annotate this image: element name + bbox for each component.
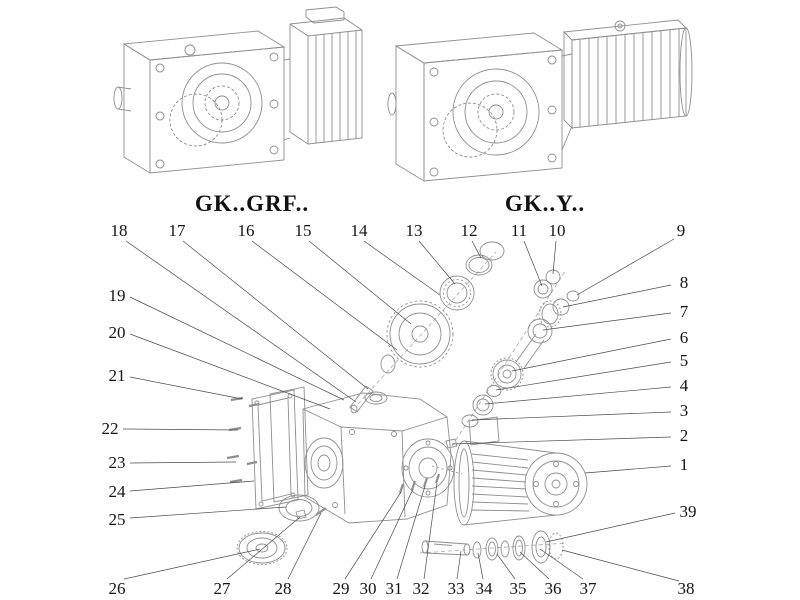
callout-1: 1 bbox=[679, 455, 689, 474]
callout-7: 7 bbox=[679, 302, 689, 321]
leader-18 bbox=[125, 240, 357, 403]
leader-17 bbox=[182, 240, 369, 390]
callout-12: 12 bbox=[460, 221, 478, 240]
leader-11 bbox=[523, 240, 543, 287]
callout-22: 22 bbox=[101, 419, 119, 438]
leader-5 bbox=[495, 361, 672, 391]
callout-29: 29 bbox=[332, 579, 350, 598]
variant-title-grf: GK..GRF.. bbox=[194, 191, 310, 216]
leader-28 bbox=[287, 512, 322, 580]
callout-10: 10 bbox=[548, 221, 566, 240]
callout-23: 23 bbox=[108, 453, 126, 472]
leader-31 bbox=[396, 485, 426, 580]
leader-37 bbox=[539, 548, 584, 580]
leader-6 bbox=[511, 338, 672, 372]
leader-27 bbox=[226, 516, 301, 580]
input-shaft-parts bbox=[349, 241, 505, 414]
leader-10 bbox=[552, 240, 557, 275]
callout-34: 34 bbox=[475, 579, 493, 598]
callout-30: 30 bbox=[359, 579, 377, 598]
motor-drawing bbox=[453, 416, 588, 526]
leader-4 bbox=[484, 386, 672, 405]
motor-studs bbox=[398, 473, 441, 494]
leader-25 bbox=[129, 506, 287, 519]
leader-3 bbox=[471, 411, 672, 421]
leader-19 bbox=[129, 296, 345, 401]
leader-14 bbox=[363, 240, 441, 296]
leader-30 bbox=[370, 488, 414, 580]
leader-7 bbox=[542, 312, 672, 331]
leader-35 bbox=[496, 553, 516, 580]
leader-20 bbox=[129, 333, 331, 410]
variant-title-y: GK..Y.. bbox=[504, 191, 586, 216]
leader-33 bbox=[456, 550, 462, 580]
callout-28: 28 bbox=[274, 579, 292, 598]
leader-36 bbox=[519, 551, 550, 580]
leader-2 bbox=[451, 436, 672, 445]
callout-13: 13 bbox=[405, 221, 423, 240]
callout-27: 27 bbox=[213, 579, 231, 598]
callout-32: 32 bbox=[412, 579, 430, 598]
callout-19: 19 bbox=[108, 286, 126, 305]
callout-17: 17 bbox=[168, 221, 186, 240]
leader-38 bbox=[561, 549, 680, 582]
callout-37: 37 bbox=[579, 579, 597, 598]
output-shaft-parts bbox=[419, 530, 567, 564]
leader-8 bbox=[562, 284, 672, 308]
leader-9 bbox=[576, 238, 675, 296]
leader-34 bbox=[477, 552, 484, 580]
callout-39: 39 bbox=[679, 502, 697, 521]
leader-39 bbox=[545, 512, 676, 543]
callout-3: 3 bbox=[679, 401, 689, 420]
leader-24 bbox=[129, 480, 255, 492]
callout-26: 26 bbox=[108, 579, 126, 598]
callout-6: 6 bbox=[679, 328, 689, 347]
callout-24: 24 bbox=[108, 482, 126, 501]
callout-8: 8 bbox=[679, 273, 689, 292]
leader-29 bbox=[344, 491, 402, 580]
callout-16: 16 bbox=[237, 221, 255, 240]
callout-35: 35 bbox=[509, 579, 527, 598]
leader-12 bbox=[471, 240, 482, 259]
callout-11: 11 bbox=[510, 221, 528, 240]
callout-18: 18 bbox=[110, 221, 128, 240]
gearbox-y-drawing bbox=[387, 19, 693, 182]
leader-26 bbox=[123, 548, 261, 580]
leader-15 bbox=[308, 240, 412, 325]
leader-1 bbox=[584, 465, 672, 474]
callout-14: 14 bbox=[350, 221, 368, 240]
callout-31: 31 bbox=[385, 579, 403, 598]
flange-bolts bbox=[226, 396, 260, 484]
callout-21: 21 bbox=[108, 366, 126, 385]
leader-22 bbox=[122, 428, 239, 431]
callout-33: 33 bbox=[447, 579, 465, 598]
exploded-housing bbox=[226, 386, 463, 565]
gearbox-grf-drawing bbox=[113, 6, 363, 174]
leader-32 bbox=[423, 482, 438, 580]
callout-36: 36 bbox=[544, 579, 562, 598]
callout-15: 15 bbox=[294, 221, 312, 240]
leader-lines bbox=[122, 238, 680, 582]
callout-4: 4 bbox=[679, 376, 689, 395]
callout-20: 20 bbox=[108, 323, 126, 342]
callout-38: 38 bbox=[677, 579, 695, 598]
callout-5: 5 bbox=[679, 351, 689, 370]
leader-16 bbox=[251, 240, 398, 351]
callout-9: 9 bbox=[676, 221, 686, 240]
pinion-shaft-parts bbox=[445, 269, 580, 449]
leader-13 bbox=[418, 240, 456, 285]
leader-21 bbox=[129, 376, 243, 400]
callout-25: 25 bbox=[108, 510, 126, 529]
leader-23 bbox=[129, 461, 237, 464]
callout-2: 2 bbox=[679, 426, 689, 445]
